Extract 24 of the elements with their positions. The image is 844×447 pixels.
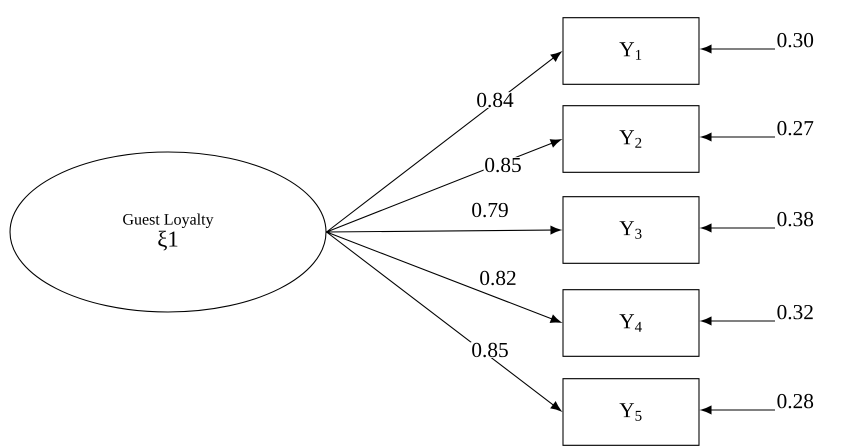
edge-label: 0.79 [470,202,510,218]
indicator-box: Y$_{5}$ [562,378,700,446]
arrow [701,406,775,414]
indicator-box: Y$_{1}$ [562,17,700,85]
arrow [701,316,775,326]
error-value: 0.28 [777,394,814,408]
arrow [701,224,775,232]
edge-label: 0.82 [478,270,518,286]
arrow [701,44,775,54]
arrow [326,232,562,323]
arrow [326,52,562,232]
error-value: 0.27 [777,120,814,136]
edge-label: 0.85 [484,157,522,173]
error-value: 0.38 [777,212,814,226]
edge-label: 0.85 [470,342,510,358]
arrow [326,226,561,234]
edge-label: 0.84 [476,92,514,108]
error-value: 0.32 [777,304,813,320]
arrow [326,232,562,412]
arrow [701,132,775,142]
indicator-box: Y$_{4}$ [562,289,700,357]
indicator-box: Y$_{3}$ [562,196,700,264]
indicator-box: Y$_{2}$ [562,105,700,173]
error-value: 0.30 [777,32,814,48]
